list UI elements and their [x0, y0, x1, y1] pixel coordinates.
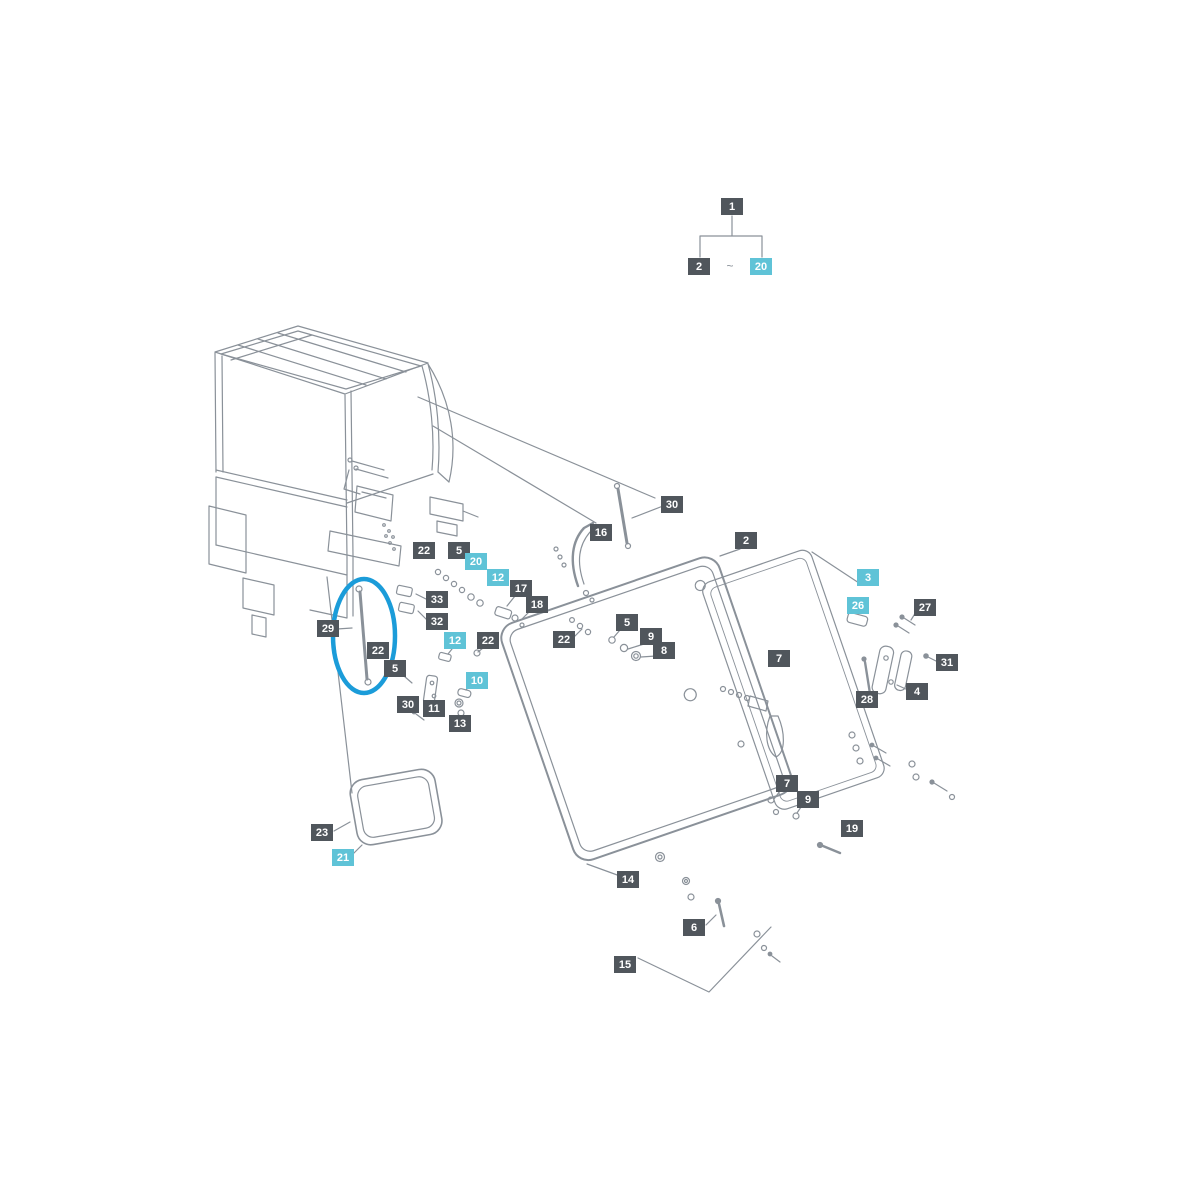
part-callout-13[interactable]: 13	[449, 715, 471, 732]
part-callout-9[interactable]: 9	[797, 791, 819, 808]
part-callout-7[interactable]: 7	[776, 775, 798, 792]
part-callout-21[interactable]: 21	[332, 849, 354, 866]
part-callout-26[interactable]: 26	[847, 597, 869, 614]
cab-frame	[208, 325, 479, 638]
fastener-chain-upper	[434, 568, 525, 628]
part-callout-22[interactable]: 22	[553, 631, 575, 648]
fastener-cluster-bottom	[654, 851, 781, 963]
part-callout-28[interactable]: 28	[856, 691, 878, 708]
legend-bracket	[699, 215, 763, 258]
part-callout-30[interactable]: 30	[661, 496, 683, 513]
gas-strut-upper	[613, 482, 632, 550]
gas-strut-circled	[355, 585, 372, 686]
door-frame-panel	[702, 549, 885, 810]
part-callout-33[interactable]: 33	[426, 591, 448, 608]
part-callout-27[interactable]: 27	[914, 599, 936, 616]
door-glass-panel	[500, 556, 793, 862]
part-callout-2[interactable]: 2	[735, 532, 757, 549]
part-callout-22[interactable]: 22	[367, 642, 389, 659]
part-callout-31[interactable]: 31	[936, 654, 958, 671]
part-callout-12[interactable]: 12	[444, 632, 466, 649]
legend-separator: ~	[726, 259, 734, 273]
part-callout-23[interactable]: 23	[311, 824, 333, 841]
fastener-cluster-right-upper	[848, 731, 956, 801]
part-callout-4[interactable]: 4	[906, 683, 928, 700]
part-callout-22[interactable]: 22	[413, 542, 435, 559]
part-callout-16[interactable]: 16	[590, 524, 612, 541]
part-callout-5[interactable]: 5	[448, 542, 470, 559]
part-callout-19[interactable]: 19	[841, 820, 863, 837]
part-callout-3[interactable]: 3	[857, 569, 879, 586]
part-callout-8[interactable]: 8	[653, 642, 675, 659]
part-callout-12[interactable]: 12	[487, 569, 509, 586]
part-callout-20[interactable]: 20	[465, 553, 487, 570]
part-callout-6[interactable]: 6	[683, 919, 705, 936]
part-callout-7[interactable]: 7	[768, 650, 790, 667]
part-callout-32[interactable]: 32	[426, 613, 448, 630]
part-callout-15[interactable]: 15	[614, 956, 636, 973]
part-callout-29[interactable]: 29	[317, 620, 339, 637]
part-callout-1[interactable]: 1	[721, 198, 743, 215]
part-callout-18[interactable]: 18	[526, 596, 548, 613]
part-callout-22[interactable]: 22	[477, 632, 499, 649]
window-seal	[349, 768, 443, 846]
part-callout-5[interactable]: 5	[384, 660, 406, 677]
hinge-parts-right	[846, 612, 943, 702]
part-callout-14[interactable]: 14	[617, 871, 639, 888]
fastener-cluster-right-lower	[767, 790, 842, 855]
part-callout-9[interactable]: 9	[640, 628, 662, 645]
part-callout-10[interactable]: 10	[466, 672, 488, 689]
part-callout-11[interactable]: 11	[423, 700, 445, 717]
door-handle-outer	[553, 521, 595, 603]
part-callout-20[interactable]: 20	[750, 258, 772, 275]
reference-lines	[326, 396, 772, 993]
part-callout-5[interactable]: 5	[616, 614, 638, 631]
part-callout-17[interactable]: 17	[510, 580, 532, 597]
part-callout-30[interactable]: 30	[397, 696, 419, 713]
part-callout-2[interactable]: 2	[688, 258, 710, 275]
